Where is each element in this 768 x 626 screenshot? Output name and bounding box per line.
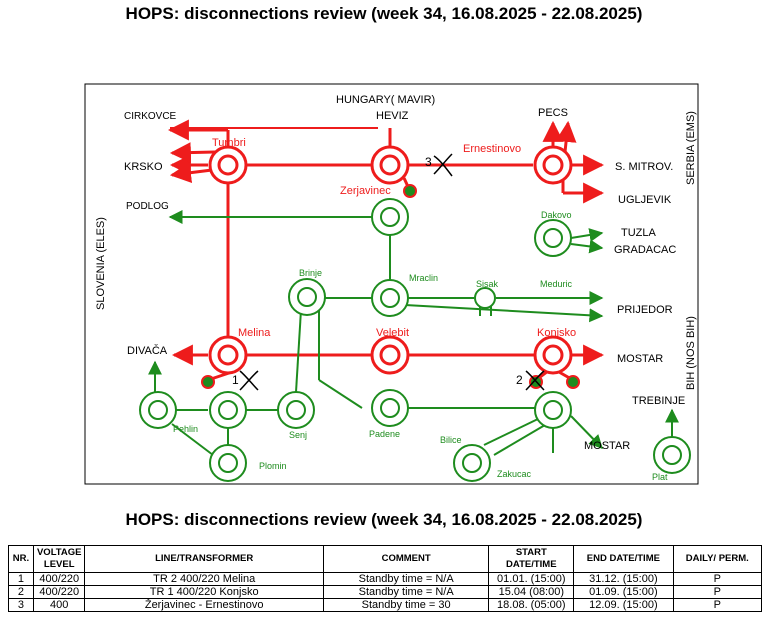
zerjavinec-400-node — [370, 145, 410, 185]
disconnection-marks — [239, 153, 545, 391]
brinje-node — [288, 278, 326, 316]
mark-1: 1 — [232, 373, 239, 387]
label-pehlin: Pehlin — [173, 424, 198, 434]
table-header-row: NR. VOLTAGE LEVEL LINE/TRANSFORMER COMME… — [8, 545, 763, 573]
cell: 01.09. (15:00) — [573, 585, 674, 599]
konjsko-node — [533, 335, 573, 375]
label-heviz: HEVIZ — [376, 110, 409, 122]
melina-node — [208, 335, 248, 375]
cell: P — [672, 598, 763, 612]
label-tuzla: TUZLA — [621, 227, 657, 239]
col-start: START DATE/TIME — [488, 545, 575, 573]
label-serbia: SERBIA (EMS) — [685, 111, 697, 185]
table-row: 1 400/220 TR 2 400/220 Melina Standby ti… — [8, 572, 763, 586]
label-hungary: HUNGARY( MAVIR) — [336, 94, 435, 106]
cell: TR 1 400/220 Konjsko — [84, 585, 324, 599]
cell: 1 — [8, 572, 34, 586]
label-ugljevik: UGLJEVIK — [618, 194, 672, 206]
zerjavinec-220-node — [371, 198, 409, 236]
zakucac-node — [453, 444, 491, 482]
breaker-dots — [201, 184, 580, 389]
mraclin-node — [371, 279, 409, 317]
cell: Standby time = N/A — [322, 585, 490, 599]
cell: TR 2 400/220 Melina — [84, 572, 324, 586]
col-nr: NR. — [8, 545, 34, 573]
cell: 15.04 (08:00) — [488, 585, 575, 599]
label-dakovo: Dakovo — [541, 210, 572, 220]
col-comment: COMMENT — [322, 545, 490, 573]
label-prijedor: PRIJEDOR — [617, 304, 673, 316]
cell: 18.08. (05:00) — [488, 598, 575, 612]
label-plat: Plat — [652, 472, 668, 482]
table-row: 3 400 Žerjavinec - Ernestinovo Standby t… — [8, 598, 763, 612]
cell: 400/220 — [32, 585, 86, 599]
label-gradacac: GRADACAC — [614, 244, 676, 256]
label-konjsko: Konjsko — [537, 327, 576, 339]
mark-2: 2 — [516, 373, 523, 387]
cell: P — [672, 585, 763, 599]
cell: P — [672, 572, 763, 586]
label-mostar-1: MOSTAR — [617, 353, 663, 365]
col-line: LINE/TRANSFORMER — [84, 545, 324, 573]
label-melina: Melina — [238, 327, 271, 339]
ernestinovo-node — [533, 145, 573, 185]
label-bilice: Bilice — [440, 435, 462, 445]
col-daily: DAILY/ PERM. — [672, 545, 763, 573]
cell: 400 — [32, 598, 86, 612]
label-krsko: KRSKO — [124, 161, 163, 173]
page-title: HOPS: disconnections review (week 34, 16… — [125, 4, 643, 23]
cell: Standby time = 30 — [322, 598, 490, 612]
cell: 400/220 — [32, 572, 86, 586]
substations — [139, 145, 691, 482]
disconnections-table: NR. VOLTAGE LEVEL LINE/TRANSFORMER COMME… — [8, 545, 763, 612]
label-brinje: Brinje — [299, 268, 322, 278]
cell: 31.12. (15:00) — [573, 572, 674, 586]
pehlin-2-node — [209, 391, 247, 429]
label-divaca: DIVAČA — [127, 344, 168, 357]
label-plomin: Plomin — [259, 461, 287, 471]
diagram-frame — [84, 83, 699, 485]
label-meduric: Meduric — [540, 279, 573, 289]
lines-220kv — [148, 210, 679, 456]
label-cirkovce: CIRKOVCE — [124, 111, 177, 122]
mark-3: 3 — [425, 155, 432, 169]
label-zakucac: Zakucac — [497, 469, 532, 479]
cell: 2 — [8, 585, 34, 599]
label-padene: Padene — [369, 429, 400, 439]
label-s-mitrov: S. MITROV. — [615, 161, 673, 173]
cell: Žerjavinec - Ernestinovo — [84, 598, 324, 612]
senj-node — [277, 391, 315, 429]
cell: 12.09. (15:00) — [573, 598, 674, 612]
label-velebit: Velebit — [376, 327, 409, 339]
tumbri-node — [208, 145, 248, 185]
konjsko-220-node — [534, 391, 572, 429]
grid-diagram: HUNGARY( MAVIR) HEVIZ CIRKOVCE KRSKO POD… — [84, 83, 699, 485]
label-senj: Senj — [289, 430, 307, 440]
cell: 01.01. (15:00) — [488, 572, 575, 586]
label-tumbri: Tumbri — [212, 137, 246, 149]
cell: Standby time = N/A — [322, 572, 490, 586]
label-slovenia: SLOVENIA (ELES) — [95, 217, 107, 310]
label-mostar-2: MOSTAR — [584, 440, 630, 452]
col-end: END DATE/TIME — [573, 545, 674, 573]
label-ernestinovo: Ernestinovo — [463, 143, 521, 155]
sisak-node — [474, 287, 496, 309]
cell: 3 — [8, 598, 34, 612]
plomin-node — [209, 444, 247, 482]
col-voltage: VOLTAGE LEVEL — [32, 545, 86, 573]
label-zerjavinec: Zerjavinec — [340, 185, 391, 197]
velebit-node — [370, 335, 410, 375]
label-sisak: Sisak — [476, 279, 499, 289]
label-podlog: PODLOG — [126, 201, 169, 212]
label-trebinje: TREBINJE — [632, 395, 685, 407]
label-pecs: PECS — [538, 107, 568, 119]
dakovo-node — [534, 219, 572, 257]
padene-node — [371, 389, 409, 427]
plat-node — [653, 436, 691, 474]
label-mraclin: Mraclin — [409, 273, 438, 283]
pehlin-1-node — [139, 391, 177, 429]
table-row: 2 400/220 TR 1 400/220 Konjsko Standby t… — [8, 585, 763, 599]
section-title: HOPS: disconnections review (week 34, 16… — [125, 510, 643, 529]
label-bih: BIH (NOS BIH) — [685, 316, 697, 390]
